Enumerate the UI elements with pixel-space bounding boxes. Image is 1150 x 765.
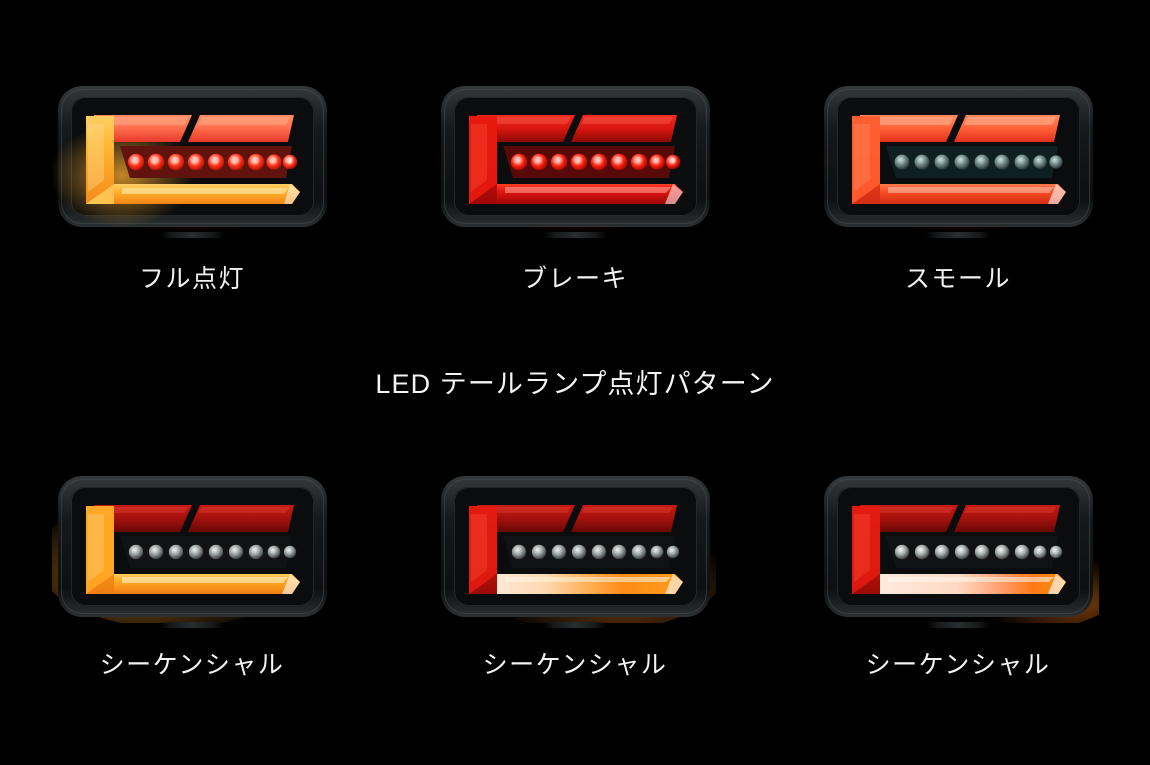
lamp-row-bottom: シーケンシャル bbox=[0, 470, 1150, 681]
lamp-caption-sequential-2: シーケンシャル bbox=[482, 651, 668, 679]
lamp-mount-nub bbox=[160, 232, 224, 238]
lamp-caption-sequential-3: シーケンシャル bbox=[865, 651, 1051, 679]
lamp-mount-nub bbox=[543, 232, 607, 238]
lamp-cell-sequential-2: シーケンシャル bbox=[384, 470, 767, 681]
lamp-cell-sequential-1: シーケンシャル bbox=[1, 470, 384, 681]
tail-lamp-brake bbox=[434, 80, 716, 238]
tail-lamp-small bbox=[817, 80, 1099, 238]
tail-lamp-sequential-3 bbox=[818, 470, 1099, 628]
tail-lamp-sequential-2 bbox=[435, 470, 716, 628]
lamp-caption-brake: ブレーキ bbox=[521, 265, 628, 293]
section-title: LED テールランプ点灯パターン bbox=[375, 369, 775, 399]
tail-lamp-full bbox=[51, 80, 333, 238]
lamp-caption-small: スモール bbox=[904, 265, 1011, 293]
lamp-row-top: フル点灯 bbox=[0, 80, 1150, 295]
lamp-mount-nub bbox=[160, 622, 224, 628]
lamp-cell-brake: ブレーキ bbox=[384, 80, 767, 295]
lamp-caption-full: フル点灯 bbox=[138, 265, 245, 293]
lamp-mount-nub bbox=[926, 622, 990, 628]
lamp-caption-sequential-1: シーケンシャル bbox=[99, 651, 285, 679]
lamp-cell-sequential-3: シーケンシャル bbox=[767, 470, 1150, 681]
lamp-mount-nub bbox=[926, 232, 990, 238]
lamp-cell-small: スモール bbox=[767, 80, 1150, 295]
lamp-cell-full: フル点灯 bbox=[1, 80, 384, 295]
tail-lamp-sequential-1 bbox=[51, 470, 333, 628]
lamp-mount-nub bbox=[543, 622, 607, 628]
